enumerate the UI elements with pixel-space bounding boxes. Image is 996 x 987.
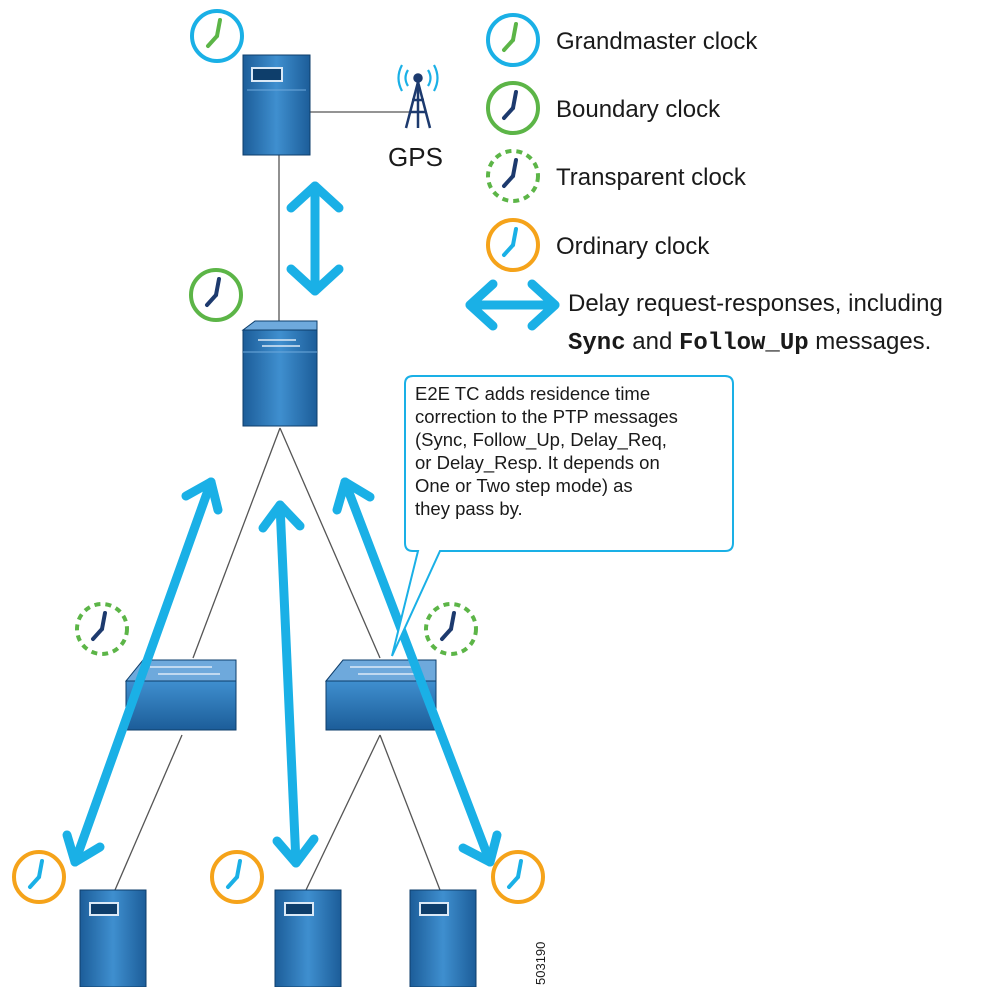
legend-grandmaster-clock-icon bbox=[486, 13, 540, 67]
delay-arrow-bc-oc1 bbox=[62, 477, 223, 867]
legend-sync-word: Sync bbox=[568, 330, 626, 357]
transparent-switch-2 bbox=[324, 659, 437, 731]
link-tc1-oc1 bbox=[114, 734, 183, 891]
ordinary-server-3 bbox=[409, 889, 477, 987]
callout-line-4: or Delay_Resp. It depends on bbox=[415, 452, 660, 474]
ordinary-clock-icon-1 bbox=[12, 850, 66, 904]
legend-transparent-label: Transparent clock bbox=[556, 164, 747, 191]
delay-arrow-gm-bc bbox=[286, 181, 344, 296]
gps-antenna-icon bbox=[397, 64, 439, 129]
boundary-clock-icon bbox=[189, 268, 243, 322]
legend-followup-word: Follow_Up bbox=[679, 330, 809, 357]
delay-arrows bbox=[62, 181, 560, 868]
transparent-switch-1 bbox=[124, 659, 237, 731]
callout-line-2: correction to the PTP messages bbox=[415, 406, 678, 427]
grandmaster-clock-icon bbox=[190, 9, 244, 63]
ordinary-clock-icon-2 bbox=[210, 850, 264, 904]
legend-delay-arrow-icon bbox=[465, 279, 560, 331]
legend: Grandmaster clock Boundary clock Transpa… bbox=[486, 13, 943, 357]
callout-line-6: they pass by. bbox=[415, 498, 523, 519]
gps-label: GPS bbox=[388, 142, 443, 172]
ordinary-clock-icon-3 bbox=[491, 850, 545, 904]
ordinary-server-2 bbox=[274, 889, 342, 987]
callout: E2E TC adds residence time correction to… bbox=[391, 375, 734, 657]
legend-delay-label-line1: Delay request-responses, including bbox=[568, 290, 943, 317]
link-bc-tc1 bbox=[192, 427, 281, 659]
transparent-clock-icon-1 bbox=[75, 602, 129, 656]
legend-and-word: and bbox=[626, 328, 679, 355]
callout-line-5: One or Two step mode) as bbox=[415, 475, 633, 496]
legend-grandmaster-label: Grandmaster clock bbox=[556, 28, 758, 55]
delay-arrow-bc-oc2 bbox=[258, 500, 319, 868]
transparent-clock-icon-2 bbox=[424, 602, 478, 656]
legend-ordinary-label: Ordinary clock bbox=[556, 233, 710, 260]
ordinary-server-1 bbox=[79, 889, 147, 987]
callout-line-3: (Sync, Follow_Up, Delay_Req, bbox=[415, 429, 667, 451]
link-tc2-server3 bbox=[379, 734, 441, 891]
link-tc2-oc2 bbox=[305, 734, 381, 891]
grandmaster-server bbox=[242, 54, 311, 156]
callout-line-1: E2E TC adds residence time bbox=[415, 383, 650, 404]
connection-lines bbox=[114, 111, 441, 891]
legend-ordinary-clock-icon bbox=[486, 218, 540, 272]
legend-transparent-clock-icon bbox=[486, 149, 540, 203]
delay-arrow-bc-oc3 bbox=[332, 477, 502, 867]
legend-messages-word: messages. bbox=[809, 328, 932, 355]
link-bc-tc2 bbox=[279, 427, 381, 659]
boundary-switch bbox=[241, 320, 318, 427]
legend-delay-label-line2: Sync and Follow_Up messages. bbox=[568, 328, 931, 357]
legend-boundary-clock-icon bbox=[486, 81, 540, 135]
figure-number: 503190 bbox=[533, 942, 548, 985]
legend-boundary-label: Boundary clock bbox=[556, 96, 721, 123]
